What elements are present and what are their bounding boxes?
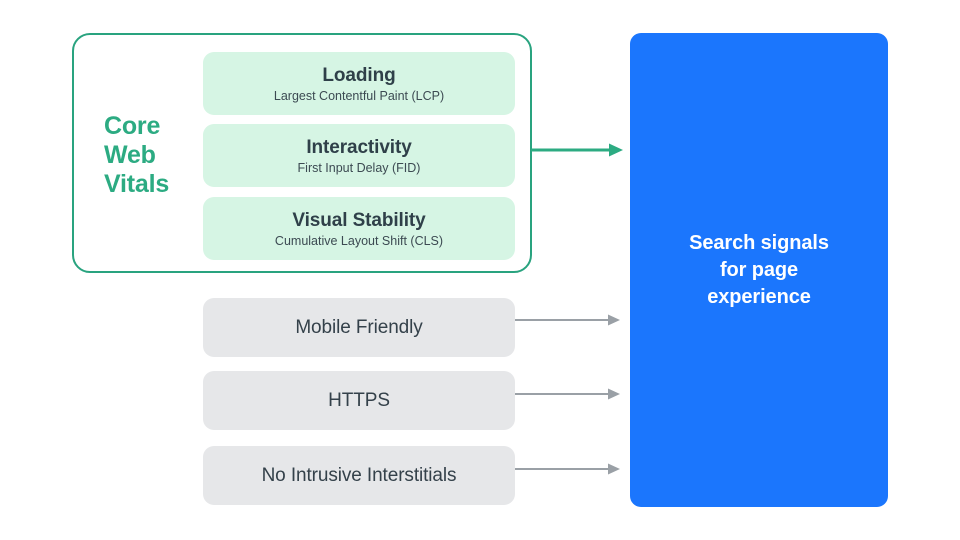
core-web-vitals-group	[72, 33, 532, 273]
vital-card-loading[interactable]: Loading Largest Contentful Paint (LCP)	[203, 52, 515, 115]
vital-card-title: Visual Stability	[292, 209, 426, 231]
signal-box-label: Mobile Friendly	[295, 317, 423, 338]
search-signals-line-1: Search signals	[689, 231, 829, 254]
https-arrow-icon	[515, 388, 620, 400]
vital-card-title: Loading	[322, 64, 396, 86]
signal-box-no-intrusive-interstitials[interactable]: No Intrusive Interstitials	[203, 446, 515, 505]
vital-card-subtitle: First Input Delay (FID)	[297, 160, 421, 175]
search-signals-line-3: experience	[707, 285, 811, 308]
signal-box-label: HTTPS	[328, 390, 390, 411]
vital-card-interactivity[interactable]: Interactivity First Input Delay (FID)	[203, 124, 515, 187]
signal-box-https[interactable]: HTTPS	[203, 371, 515, 430]
search-signals-panel: Search signals for page experience	[630, 33, 888, 507]
core-web-vitals-group-label: Core Web Vitals	[104, 112, 194, 199]
mobile-friendly-arrow-icon	[515, 314, 620, 326]
vital-card-visual-stability[interactable]: Visual Stability Cumulative Layout Shift…	[203, 197, 515, 260]
core-web-vitals-label-line-2: Web	[104, 141, 156, 169]
core-web-vitals-label-line-1: Core	[104, 112, 161, 140]
vital-card-title: Interactivity	[306, 136, 412, 158]
core-web-vitals-arrow-icon	[531, 143, 623, 157]
search-signals-line-2: for page	[719, 258, 799, 281]
search-signals-title: Search signals for page experience	[689, 230, 829, 311]
no-intrusive-interstitials-arrow-icon	[515, 463, 620, 475]
vital-card-subtitle: Largest Contentful Paint (LCP)	[273, 88, 445, 103]
signal-box-label: No Intrusive Interstitials	[261, 465, 457, 486]
vital-card-subtitle: Cumulative Layout Shift (CLS)	[274, 233, 444, 248]
core-web-vitals-label-line-3: Vitals	[104, 170, 170, 198]
signal-box-mobile-friendly[interactable]: Mobile Friendly	[203, 298, 515, 357]
